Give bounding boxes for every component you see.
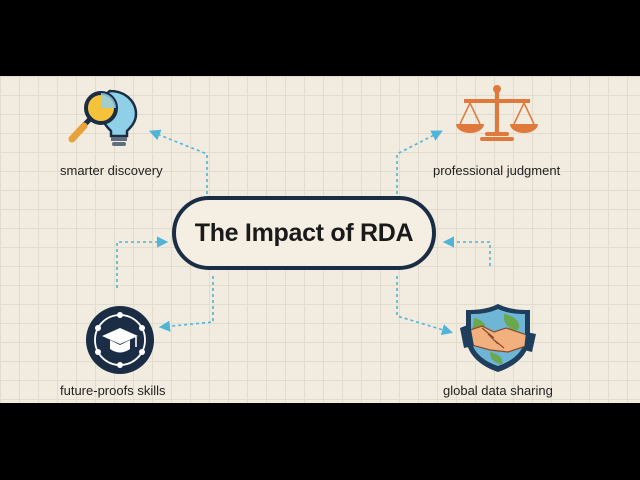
handshake-globe-shield-icon [460,304,536,372]
connector-judgment [396,130,443,194]
graduation-cap-network-icon [86,306,154,374]
center-title: The Impact of RDA [194,218,414,247]
node-label-discovery: smarter discovery [60,163,163,178]
center-node: The Impact of RDA [172,196,436,270]
magnifier-lightbulb-icon [68,89,138,146]
node-label-judgment: professional judgment [433,163,561,178]
connector-discovery [149,129,208,194]
diagram-canvas: smarter discovery professional judgment … [0,76,640,403]
connector-center-left [116,236,169,288]
connector-center-right [442,236,491,266]
connector-lines [116,129,491,336]
scales-icon [456,85,538,141]
connector-sharing [396,276,454,336]
node-label-sharing: global data sharing [443,383,553,398]
node-label-skills: future-proofs skills [60,383,166,398]
connector-skills [158,276,214,332]
